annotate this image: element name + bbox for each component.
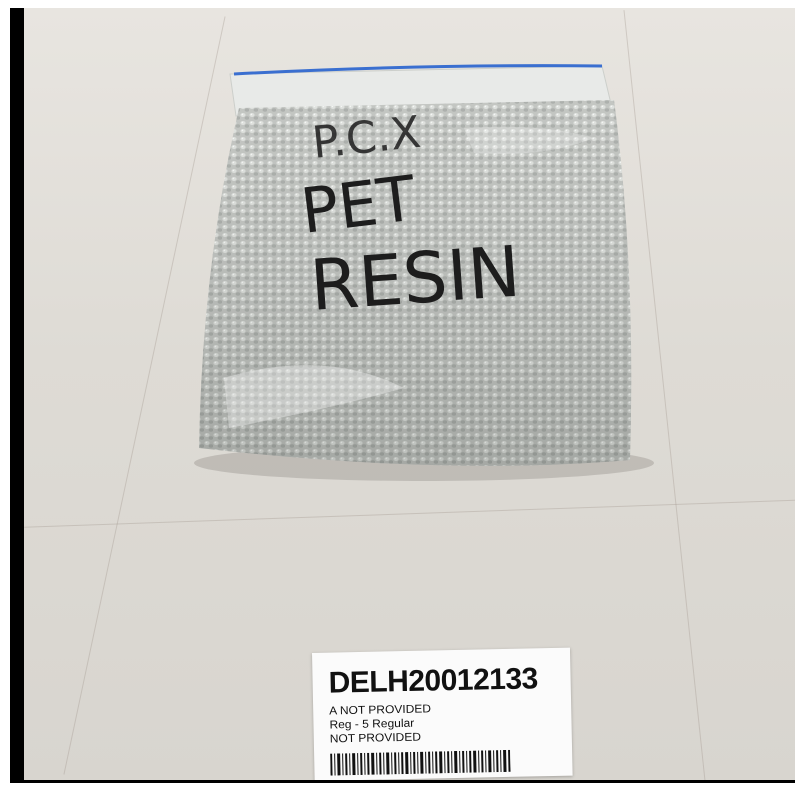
barcode-icon — [330, 749, 511, 776]
resin-bag: P.C.X PET RESIN — [194, 64, 654, 481]
specimen-label: DELH20012133 A NOT PROVIDED Reg - 5 Regu… — [312, 647, 573, 780]
label-code: DELH20012133 — [328, 662, 539, 700]
label-line-3: NOT PROVIDED — [329, 730, 422, 746]
zipper-line — [233, 64, 603, 76]
product-photo: P.C.X PET RESIN DELH20012133 A NOT PROVI… — [10, 8, 795, 783]
svg-text:P.C.X: P.C.X — [310, 107, 423, 169]
svg-text:PET: PET — [297, 161, 421, 248]
bag-glare — [224, 365, 404, 428]
svg-text:RESIN: RESIN — [307, 230, 523, 326]
label-line-1: A NOT PROVIDED — [329, 701, 432, 718]
label-line-2: Reg - 5 Regular — [329, 716, 415, 732]
bag-handwriting: P.C.X PET RESIN — [297, 107, 523, 327]
